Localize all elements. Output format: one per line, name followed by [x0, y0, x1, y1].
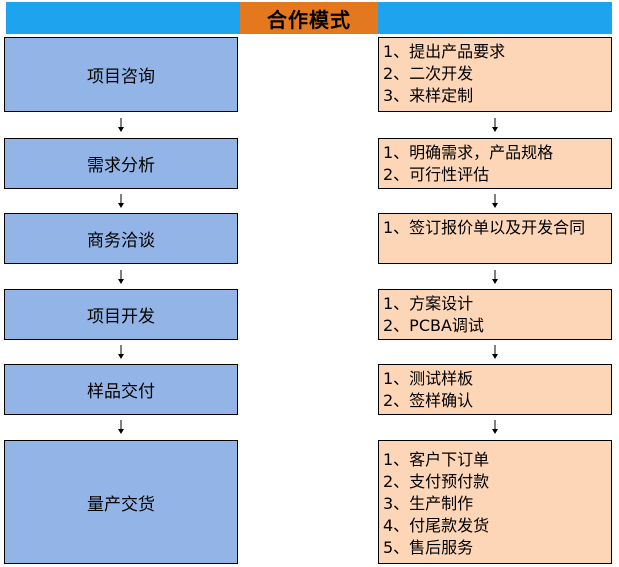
detail-line: 2、二次开发 — [383, 64, 474, 83]
stage-label: 需求分析 — [87, 156, 155, 176]
detail-line: 2、支付预付款 — [383, 472, 490, 491]
detail-line: 2、可行性评估 — [383, 165, 490, 184]
arrow-down-icon — [118, 118, 124, 132]
detail-line: 2、签样确认 — [383, 391, 474, 410]
detail-box-negotiation: 1、签订报价单以及开发合同 — [378, 213, 612, 264]
stage-label: 项目开发 — [87, 307, 155, 327]
page-title: 合作模式 — [240, 2, 378, 34]
stage-box-development: 项目开发 — [4, 289, 238, 340]
arrow-down-icon — [118, 345, 124, 359]
detail-box-sample-delivery: 1、测试样板 2、签样确认 — [378, 364, 612, 415]
arrow-down-icon — [492, 345, 498, 359]
page-title-text: 合作模式 — [267, 7, 351, 32]
arrow-down-icon — [492, 194, 498, 208]
detail-line: 1、测试样板 — [383, 369, 474, 388]
stage-box-mass-production: 量产交货 — [4, 440, 238, 564]
stage-label: 量产交货 — [87, 494, 155, 515]
detail-line: 1、提出产品要求 — [383, 42, 506, 61]
detail-line: 3、来样定制 — [383, 86, 474, 105]
detail-line: 5、售后服务 — [383, 538, 474, 557]
detail-line: 1、签订报价单以及开发合同 — [383, 218, 586, 237]
detail-line: 1、方案设计 — [383, 294, 474, 313]
detail-box-requirements: 1、明确需求，产品规格 2、可行性评估 — [378, 138, 612, 189]
stage-label: 商务洽谈 — [87, 231, 155, 251]
arrow-down-icon — [492, 420, 498, 434]
arrow-down-icon — [492, 118, 498, 132]
arrow-down-icon — [118, 270, 124, 284]
arrow-down-icon — [118, 420, 124, 434]
arrow-down-icon — [492, 270, 498, 284]
detail-line: 1、客户下订单 — [383, 450, 490, 469]
detail-box-consultation: 1、提出产品要求 2、二次开发 3、来样定制 — [378, 37, 612, 112]
stage-label: 样品交付 — [87, 382, 155, 402]
stage-box-negotiation: 商务洽谈 — [4, 213, 238, 264]
detail-box-development: 1、方案设计 2、PCBA调试 — [378, 289, 612, 340]
detail-line: 3、生产制作 — [383, 494, 474, 513]
stage-box-sample-delivery: 样品交付 — [4, 364, 238, 415]
stage-box-consultation: 项目咨询 — [4, 37, 238, 112]
stage-box-requirements: 需求分析 — [4, 138, 238, 189]
stage-label: 项目咨询 — [87, 67, 155, 87]
detail-line: 1、明确需求，产品规格 — [383, 143, 554, 162]
detail-line: 4、付尾款发货 — [383, 516, 490, 535]
detail-box-mass-production: 1、客户下订单 2、支付预付款 3、生产制作 4、付尾款发货 5、售后服务 — [378, 440, 612, 564]
arrow-down-icon — [118, 194, 124, 208]
detail-line: 2、PCBA调试 — [383, 316, 484, 335]
